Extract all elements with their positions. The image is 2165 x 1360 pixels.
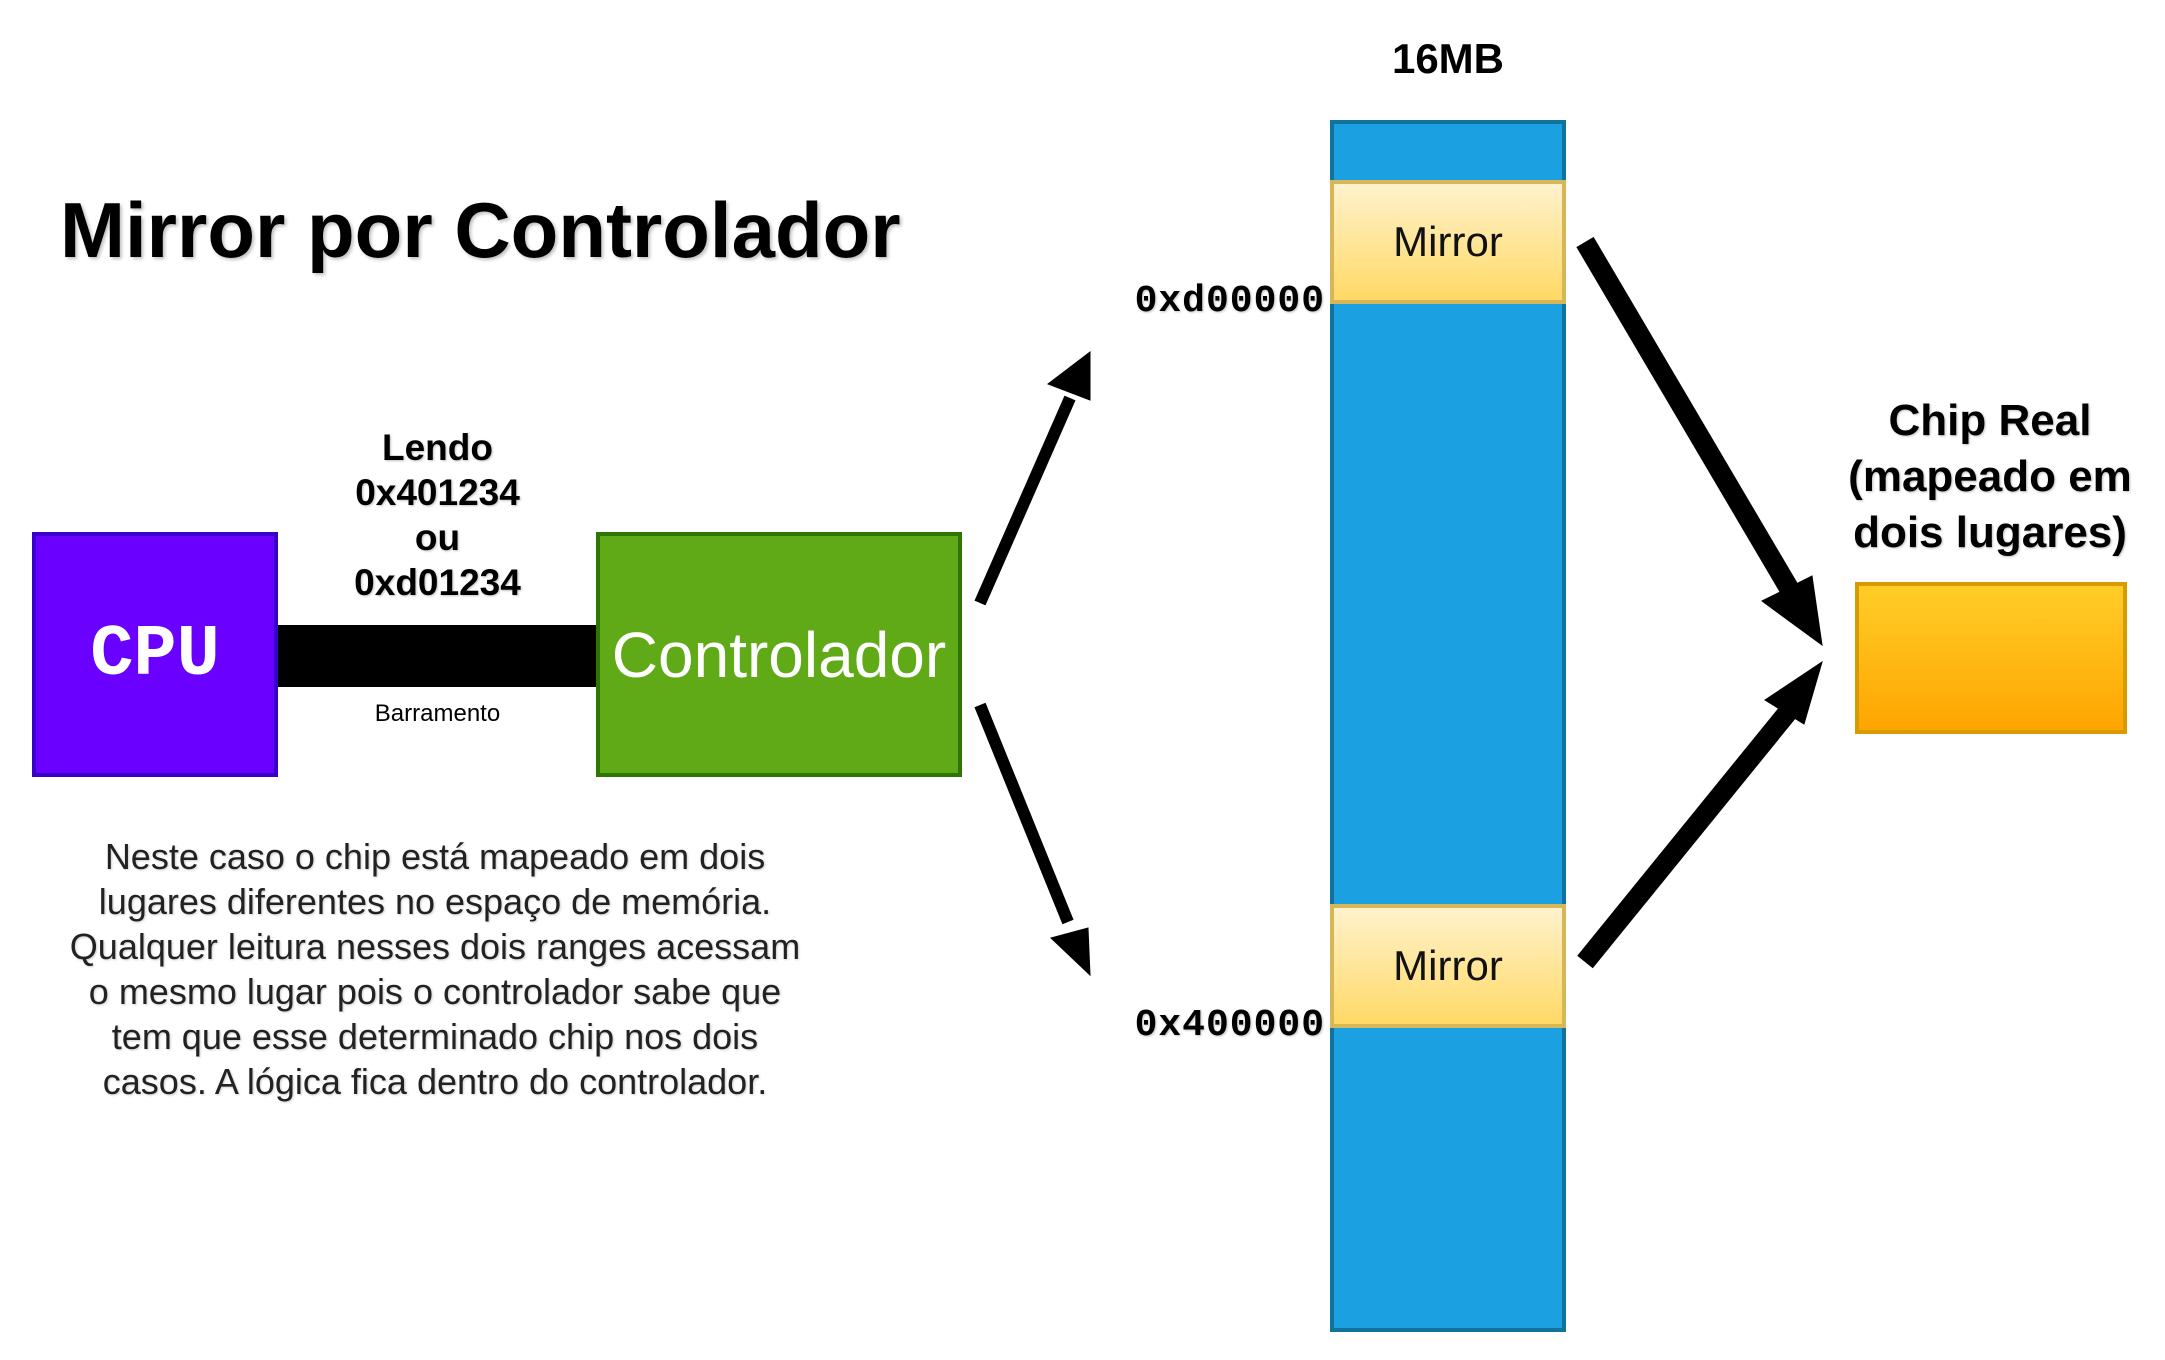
arrow-head [1761, 575, 1823, 647]
arrow-head [1046, 350, 1091, 401]
real-chip-block [1855, 582, 2127, 734]
mirror-block-upper: Mirror [1330, 180, 1566, 304]
cpu-label: CPU [90, 613, 220, 696]
bus-read-line: ou [414, 517, 461, 558]
memory-map-bar [1330, 120, 1566, 1332]
arrow-lower-mirror-to-chip [1577, 705, 1796, 969]
bus-read-line: 0xd01234 [354, 562, 521, 603]
description-text: Neste caso o chip está mapeado em dois l… [69, 836, 801, 1102]
controller-block: Controlador [596, 532, 962, 777]
bus-read-line: Lendo [382, 427, 493, 468]
cpu-block: CPU [32, 532, 278, 777]
bus-read-line: 0x401234 [355, 472, 520, 513]
bus-name-label: Barramento [374, 700, 501, 727]
controller-label: Controlador [611, 618, 947, 691]
mirror-label: Mirror [1393, 942, 1503, 989]
bus-line [278, 625, 598, 687]
diagram-title: Mirror por Controlador [60, 186, 901, 274]
mirror-block-lower: Mirror [1330, 904, 1566, 1028]
address-label-upper: 0xd00000 [1134, 280, 1325, 323]
mirror-label: Mirror [1393, 218, 1503, 265]
chip-label-line: dois lugares) [1853, 508, 2127, 557]
memory-size-label: 16MB [1391, 35, 1505, 82]
chip-real-label: Chip Real (mapeado em dois lugares) [1825, 393, 2155, 561]
arrow-head [1764, 660, 1823, 725]
arrow-to-lower-mirror [974, 702, 1074, 925]
chip-label-line: Chip Real [1888, 396, 2092, 445]
arrow-head [1050, 927, 1091, 977]
bus-read-label: Lendo 0x401234 ou 0xd01234 [300, 425, 575, 605]
arrow-upper-mirror-to-chip [1576, 236, 1799, 596]
arrow-to-upper-mirror [974, 395, 1076, 606]
chip-label-line: (mapeado em [1848, 452, 2132, 501]
address-label-lower: 0x400000 [1134, 1004, 1325, 1047]
